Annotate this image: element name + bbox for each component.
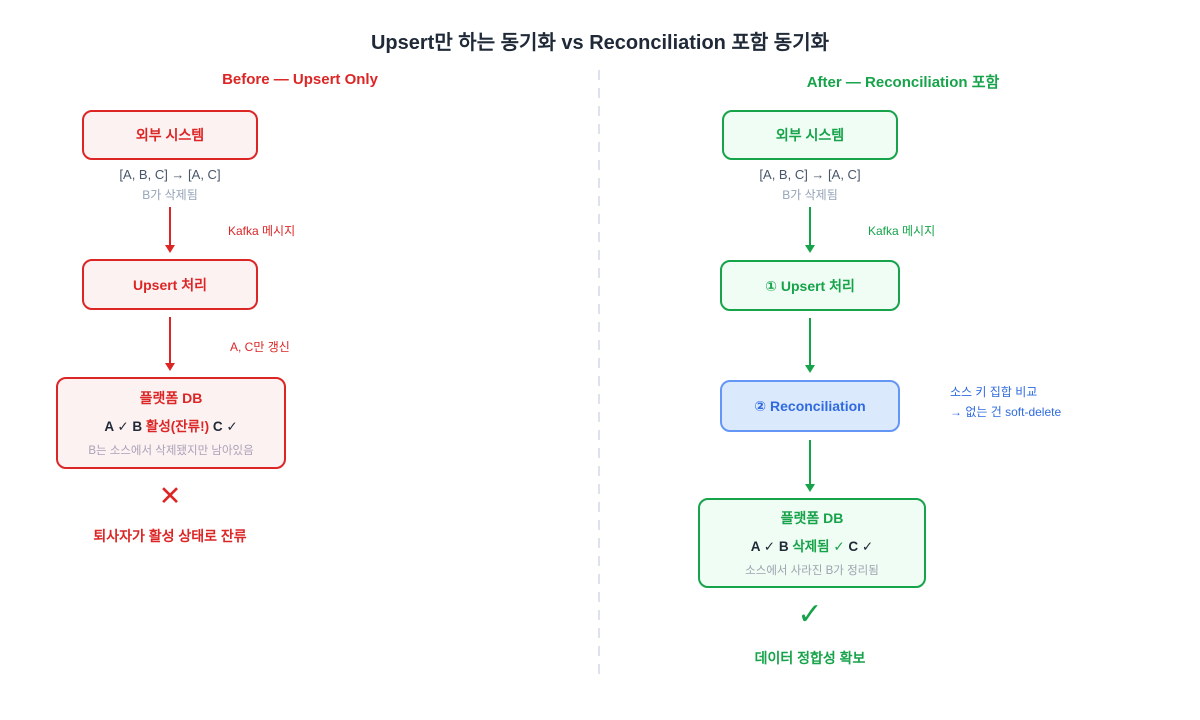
after-db-row: A ✓ B 삭제됨 ✓ C ✓: [751, 535, 873, 555]
after-arrow-kafka-label: Kafka 메시지: [868, 224, 936, 238]
failure-x-icon: ✕: [158, 481, 182, 511]
before-column-header: Before — Upsert Only: [222, 71, 378, 88]
arrow-head-icon: [805, 484, 815, 492]
before-arrow-update-label: A, C만 갱신: [230, 340, 290, 354]
after-reconciliation-box: ② Reconciliation: [720, 380, 900, 432]
before-arrow-kafka: [164, 207, 176, 253]
after-arrow-to-recon: [804, 318, 816, 373]
arrow-line: [809, 440, 811, 484]
before-source-subcaption: B가 삭제됨: [142, 188, 198, 202]
before-arrow-update: [164, 317, 176, 371]
arrow-line: [809, 207, 811, 245]
after-arrow-kafka: [804, 207, 816, 253]
db-row-highlight: 삭제됨 ✓: [792, 539, 845, 554]
column-divider: [598, 70, 600, 678]
after-column-header: After — Reconciliation 포함: [806, 74, 1000, 91]
after-platform-db-box: 플랫폼 DB A ✓ B 삭제됨 ✓ C ✓ 소스에서 사라진 B가 정리됨: [698, 498, 926, 588]
before-platform-db-box: 플랫폼 DB A ✓ B 활성(잔류!) C ✓ B는 소스에서 삭제됐지만 남…: [56, 377, 286, 469]
db-row-highlight: 활성(잔류!): [145, 419, 210, 434]
after-upsert-box: ① Upsert 처리: [720, 260, 900, 311]
arrow-head-icon: [805, 245, 815, 253]
before-external-system-box: 외부 시스템: [82, 110, 258, 160]
before-source-caption: [A, B, C] → [A, C]: [119, 167, 221, 182]
before-arrow-kafka-label: Kafka 메시지: [228, 224, 296, 238]
after-arrow-to-db: [804, 440, 816, 492]
reconciliation-side-note: 소스 키 집합 비교 → 없는 건 soft-delete: [950, 382, 1061, 422]
db-row-suffix: C ✓: [844, 539, 874, 554]
before-upsert-box: Upsert 처리: [82, 259, 258, 310]
before-verdict: 퇴사자가 활성 상태로 잔류: [93, 528, 247, 544]
arrow-head-icon: [805, 365, 815, 373]
after-external-system-box: 외부 시스템: [722, 110, 898, 160]
after-db-note: 소스에서 사라진 B가 정리됨: [745, 565, 879, 577]
page-title: Upsert만 하는 동기화 vs Reconciliation 포함 동기화: [370, 32, 830, 54]
db-row-prefix: A ✓ B: [750, 539, 793, 554]
before-db-row: A ✓ B 활성(잔류!) C ✓: [104, 415, 237, 435]
after-db-title: 플랫폼 DB: [780, 510, 844, 526]
after-source-subcaption: B가 삭제됨: [782, 188, 838, 202]
arrow-line: [809, 318, 811, 365]
db-row-prefix: A ✓ B: [104, 419, 146, 434]
recon-note-line2: → 없는 건 soft-delete: [950, 405, 1062, 419]
after-source-caption: [A, B, C] → [A, C]: [759, 167, 861, 182]
arrow-head-icon: [165, 363, 175, 371]
recon-note-line1: 소스 키 집합 비교: [950, 385, 1038, 399]
arrow-line: [169, 207, 171, 245]
before-db-title: 플랫폼 DB: [139, 390, 203, 406]
after-verdict: 데이터 정합성 확보: [754, 650, 866, 666]
arrow-line: [169, 317, 171, 363]
db-row-suffix: C ✓: [209, 419, 238, 434]
arrow-head-icon: [165, 245, 175, 253]
before-db-note: B는 소스에서 삭제됐지만 남아있음: [88, 445, 254, 457]
success-check-icon: ✓: [797, 598, 823, 631]
